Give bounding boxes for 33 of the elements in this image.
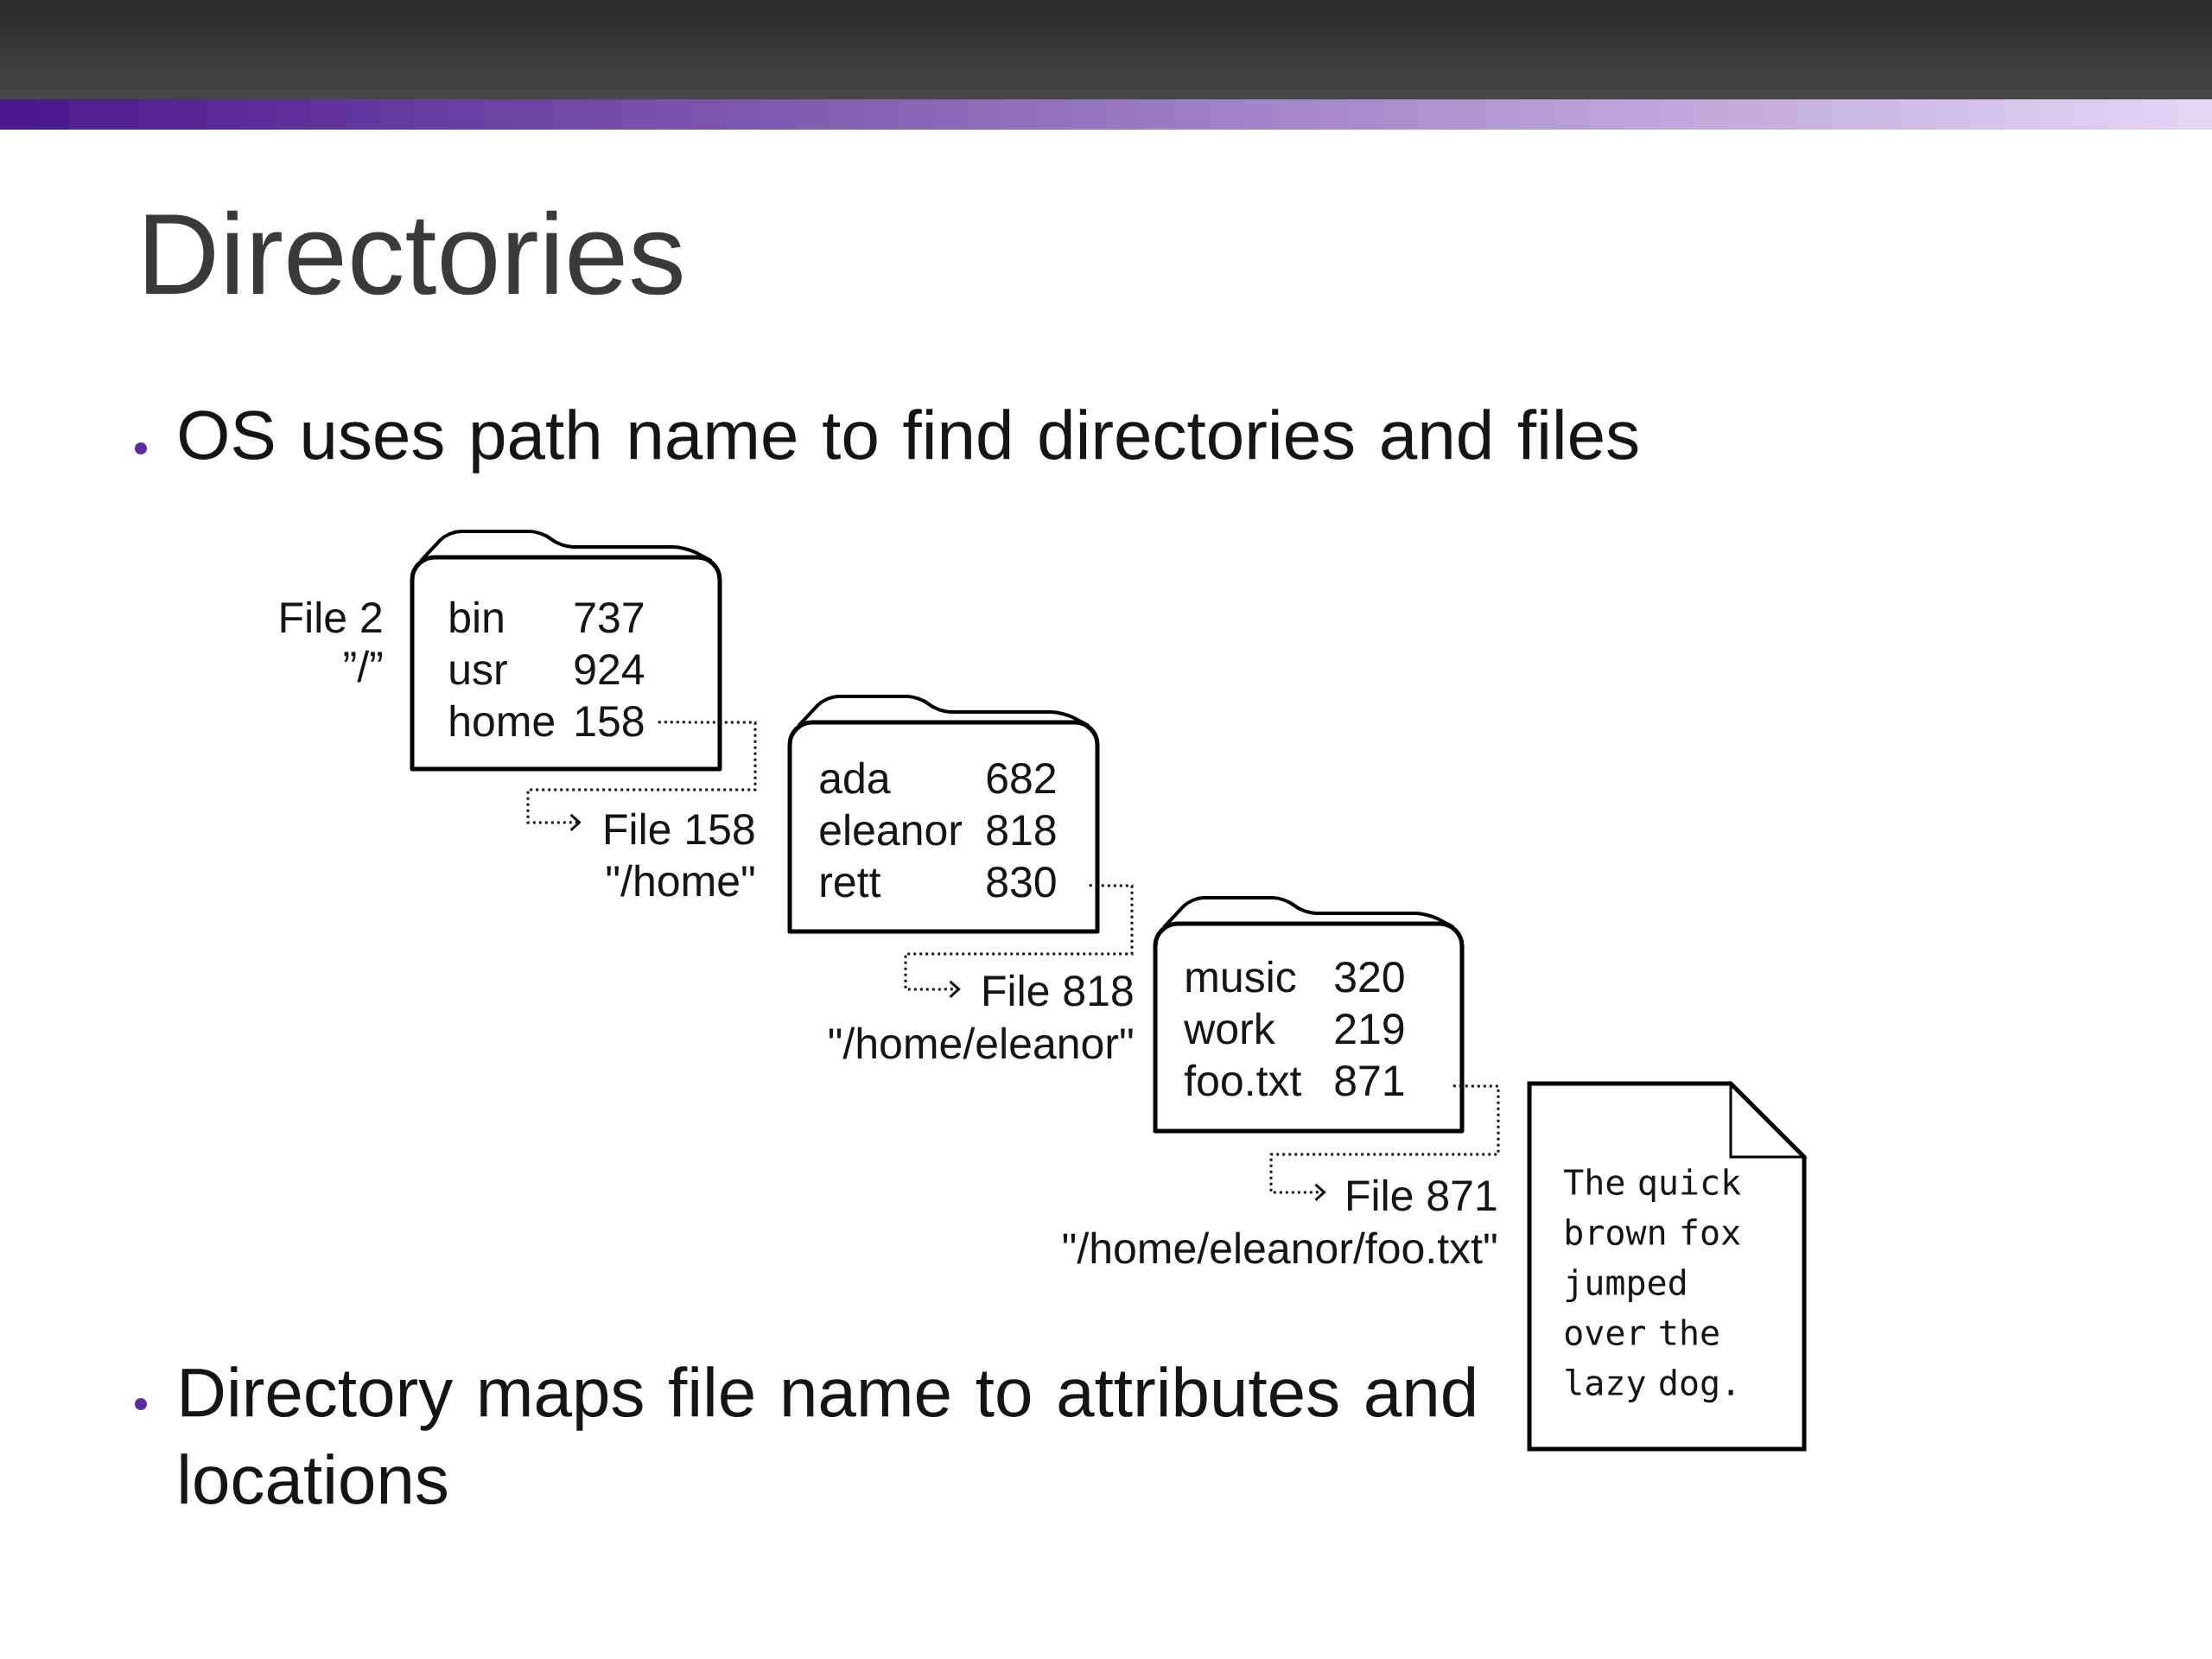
entry-name: rett (821, 868, 881, 898)
inode-number: 737 (575, 602, 644, 633)
entry-name: usr (450, 661, 507, 685)
file-label: File 2 (281, 601, 382, 633)
path-label: ”/” (344, 650, 382, 683)
file-label: File 818 (984, 974, 1133, 1007)
inode-number: 830 (987, 867, 1056, 898)
bullet-text: Directory maps file name to attributes and locations (181, 1366, 1475, 1504)
slide-title: Directories (146, 210, 682, 296)
connector-arrow (904, 884, 1134, 998)
path-label: "/home/eleanor/foo.txt" (1063, 1231, 1497, 1264)
bullet-text: OS uses path name to find directories and files (180, 409, 1638, 474)
inode-number: 818 (987, 815, 1056, 846)
inode-number: 682 (987, 763, 1056, 794)
inode-number: 320 (1335, 962, 1404, 993)
entry-name: eleanor (820, 813, 963, 846)
inode-number: 219 (1335, 1014, 1404, 1045)
inode-number: 158 (576, 706, 644, 737)
inode-number: 924 (575, 654, 645, 685)
path-label: "/home/eleanor" (829, 1027, 1133, 1059)
connector-arrow (1269, 1084, 1500, 1201)
document-text: The quick brown fox jumped over the lazy dog. (1564, 1168, 1741, 1403)
inode-number: 871 (1335, 1065, 1404, 1096)
entry-name: ada (820, 761, 891, 794)
path-label: "/home" (607, 864, 754, 897)
entry-name: bin (450, 601, 503, 633)
file-label: File 158 (606, 812, 754, 845)
file-label: File 871 (1348, 1179, 1497, 1211)
entry-name: work (1184, 1012, 1275, 1045)
entry-name: home (450, 704, 555, 737)
entry-name: music (1186, 960, 1296, 993)
entry-name: foo.txt (1184, 1064, 1302, 1096)
connector-arrow (526, 721, 757, 831)
